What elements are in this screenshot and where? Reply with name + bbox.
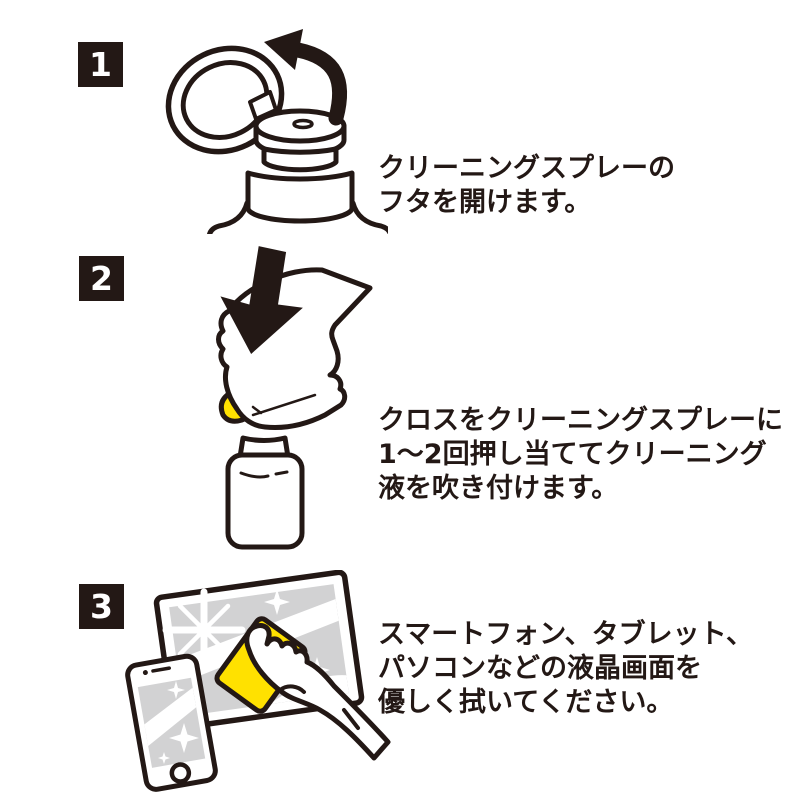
wipe-devices-illustration	[125, 570, 391, 792]
wrist-crease	[342, 708, 360, 730]
lid-spout-tab	[248, 90, 278, 121]
open-lid-icon	[165, 45, 285, 155]
step-1-caption: クリーニングスプレーの フタを開けます。	[378, 152, 675, 220]
caption-line: フタを開けます。	[378, 187, 592, 218]
press-down-arrow	[220, 246, 303, 354]
bottle-shoulder-right	[350, 200, 388, 234]
bottle-shoulder-left	[206, 200, 250, 234]
step-2-caption: クロスをクリーニングスプレーに 1〜2回押し当ててクリーニング 液を吹き付けます…	[378, 404, 783, 506]
step-1-number-badge: 1	[78, 42, 123, 87]
sparkle-icon	[162, 588, 246, 672]
cloth-crease	[251, 405, 263, 415]
caption-line: クロスをクリーニングスプレーに	[378, 405, 783, 436]
thumb-line	[278, 684, 306, 694]
step-2-number-badge: 2	[79, 256, 124, 301]
spray-bottle-icon	[225, 435, 305, 550]
cap-top-icon	[253, 108, 347, 158]
caption-line: パソコンなどの液晶画面を	[378, 653, 702, 684]
pressing-hand	[216, 267, 373, 430]
open-direction-arrow	[264, 29, 348, 126]
caption-line: クリーニングスプレーの	[378, 153, 675, 184]
sparkle-icon	[158, 681, 199, 764]
spray-bottle-open-cap-illustration	[165, 29, 388, 234]
cap-base	[245, 170, 355, 224]
wiping-hand	[244, 623, 391, 761]
smartphone-icon	[125, 653, 218, 792]
cap-collar	[261, 146, 339, 173]
step-3-number-badge: 3	[79, 584, 124, 629]
caption-line: 優しく拭いてください。	[378, 687, 674, 718]
caption-line: 液を吹き付けます。	[378, 473, 619, 504]
step-3-caption: スマートフォン、タブレット、 パソコンなどの液晶画面を 優しく拭いてください。	[378, 618, 753, 720]
caption-line: スマートフォン、タブレット、	[378, 619, 754, 650]
caption-line: 1〜2回押し当ててクリーニング	[378, 439, 767, 470]
cloth-crease	[251, 393, 317, 417]
cloth-pressed-on-spray-illustration	[216, 246, 373, 550]
